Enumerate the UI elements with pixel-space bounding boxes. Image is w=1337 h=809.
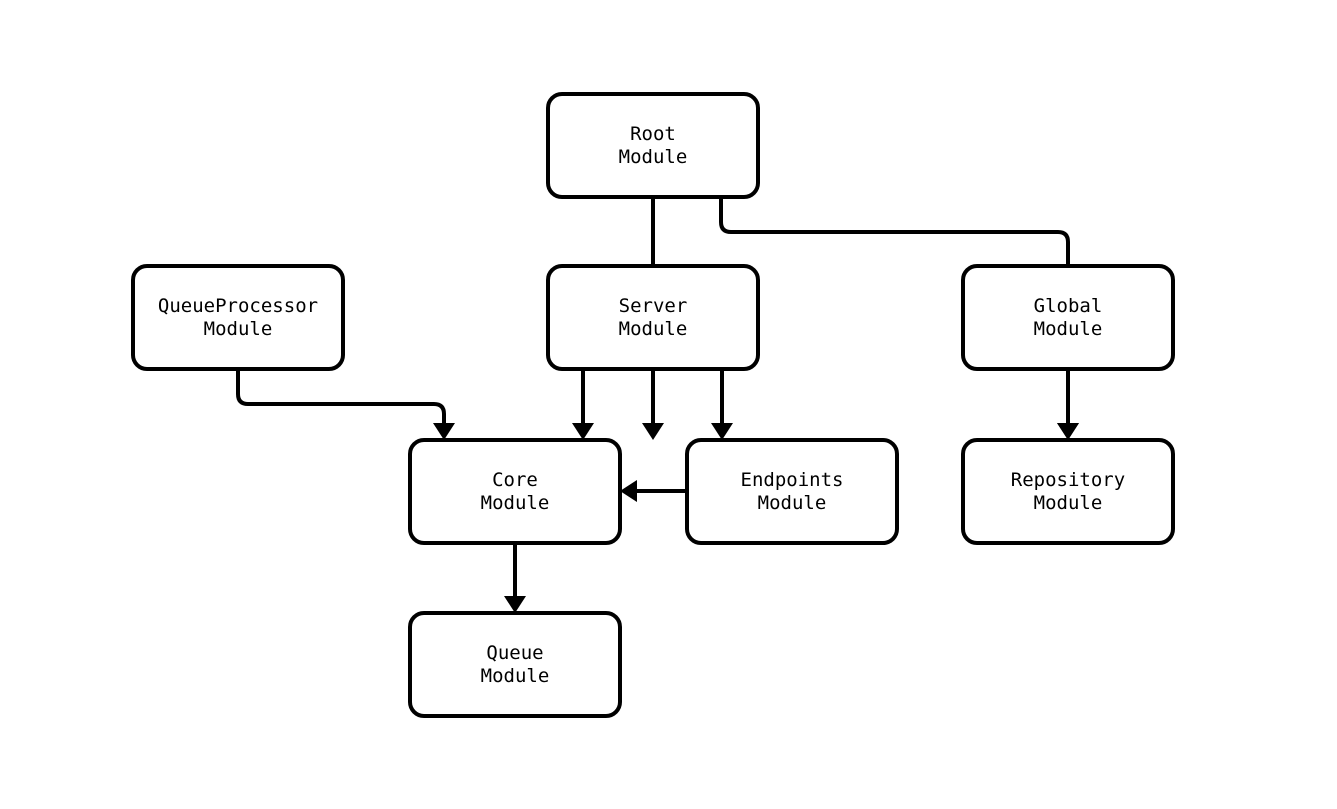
arrow-head-icon-server-to-endpoints — [711, 423, 733, 440]
node-label-line1-repository: Repository — [1011, 469, 1125, 491]
node-box-repository[interactable] — [961, 438, 1175, 545]
nodes-layer: RootModuleQueueProcessorModuleServerModu… — [131, 92, 1175, 718]
edge-endpoints-to-core — [620, 480, 687, 502]
node-label-line2-server: Module — [619, 318, 688, 340]
node-box-root[interactable] — [546, 92, 760, 199]
arrow-head-icon-root-to-server — [642, 423, 664, 440]
node-box-global[interactable] — [961, 264, 1175, 371]
node-box-queueprocessor[interactable] — [131, 264, 345, 371]
node-label-line1-global: Global — [1034, 295, 1103, 317]
arrow-head-icon-server-to-core — [572, 423, 594, 440]
arrow-head-icon-global-to-repository — [1057, 423, 1079, 440]
node-box-endpoints[interactable] — [685, 438, 899, 545]
edge-server-to-core — [572, 369, 594, 440]
node-label-line2-queueprocessor: Module — [204, 318, 273, 340]
edge-server-to-endpoints — [711, 369, 733, 440]
node-label-line2-root: Module — [619, 146, 688, 168]
edges-layer — [236, 197, 1079, 613]
node-box-queue[interactable] — [408, 611, 622, 718]
edge-line-queueprocessor-to-core — [236, 369, 446, 425]
arrow-head-icon-queueprocessor-to-core — [433, 423, 455, 440]
node-label-line1-endpoints: Endpoints — [741, 469, 844, 491]
node-label-line2-repository: Module — [1034, 492, 1103, 514]
node-label-line2-core: Module — [481, 492, 550, 514]
edge-core-to-queue — [504, 543, 526, 613]
edge-queueprocessor-to-core — [236, 369, 455, 440]
node-label-line1-queueprocessor: QueueProcessor — [158, 295, 318, 317]
node-label-line1-server: Server — [619, 295, 688, 317]
node-label-line2-queue: Module — [481, 665, 550, 687]
node-label-line1-root: Root — [630, 123, 676, 145]
node-label-line2-endpoints: Module — [758, 492, 827, 514]
node-label-line1-core: Core — [492, 469, 538, 491]
arrow-head-icon-core-to-queue — [504, 596, 526, 613]
edge-global-to-repository — [1057, 369, 1079, 440]
node-box-core[interactable] — [408, 438, 622, 545]
node-label-line1-queue: Queue — [486, 642, 543, 664]
edge-line-root-to-global — [719, 197, 1070, 425]
arrow-head-icon-endpoints-to-core — [620, 480, 637, 502]
node-box-server[interactable] — [546, 264, 760, 371]
node-label-line2-global: Module — [1034, 318, 1103, 340]
